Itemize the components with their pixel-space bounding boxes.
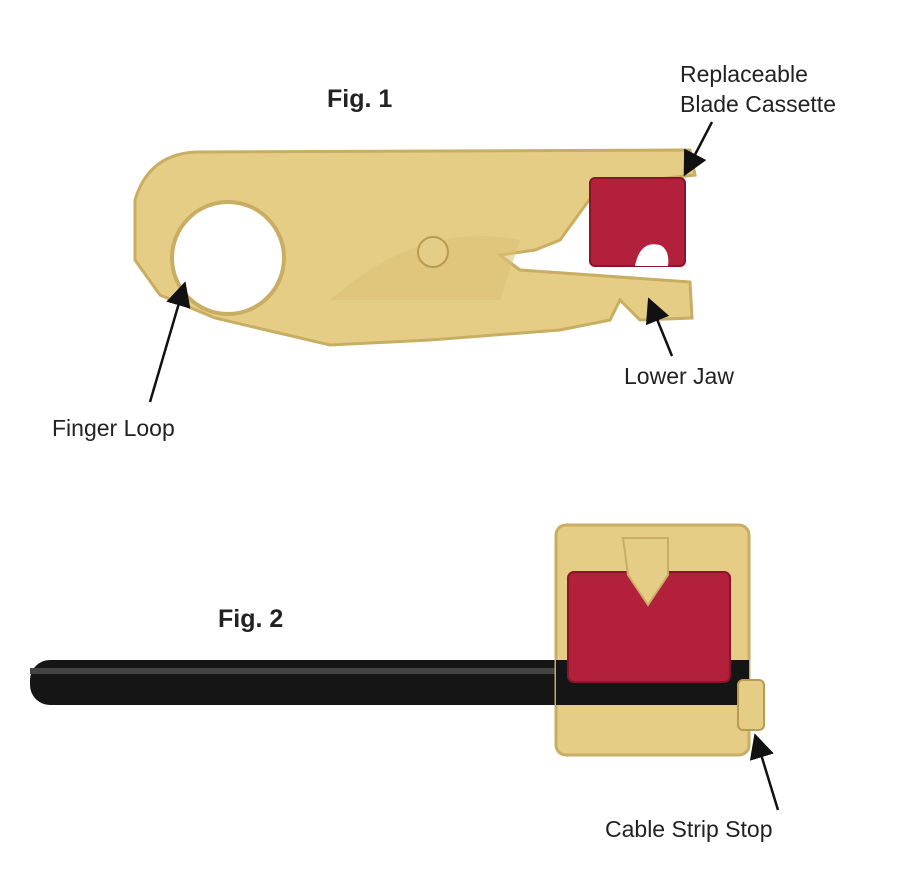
label-cable-strip-stop: Cable Strip Stop bbox=[605, 816, 773, 842]
arrow-blade-cassette bbox=[683, 121, 714, 177]
pivot-pin bbox=[417, 236, 449, 268]
fig2-title: Fig. 2 bbox=[218, 605, 284, 633]
label-replaceable: Replaceable bbox=[680, 61, 808, 87]
label-finger-loop: Finger Loop bbox=[52, 415, 175, 441]
cable-strip-stop bbox=[737, 679, 765, 731]
stripper-tool-fig2 bbox=[30, 523, 765, 757]
stripper-tool-fig1 bbox=[133, 148, 697, 347]
finger-loop bbox=[170, 200, 286, 316]
label-blade-cassette: Blade Cassette bbox=[680, 91, 836, 117]
fig1-title: Fig. 1 bbox=[327, 85, 393, 113]
arrow-strip-stop bbox=[749, 733, 780, 811]
blade-cassette bbox=[589, 177, 686, 267]
label-lower-jaw: Lower Jaw bbox=[624, 363, 734, 389]
arrow-lower-jaw bbox=[645, 297, 674, 357]
arrow-finger-loop bbox=[148, 281, 191, 403]
